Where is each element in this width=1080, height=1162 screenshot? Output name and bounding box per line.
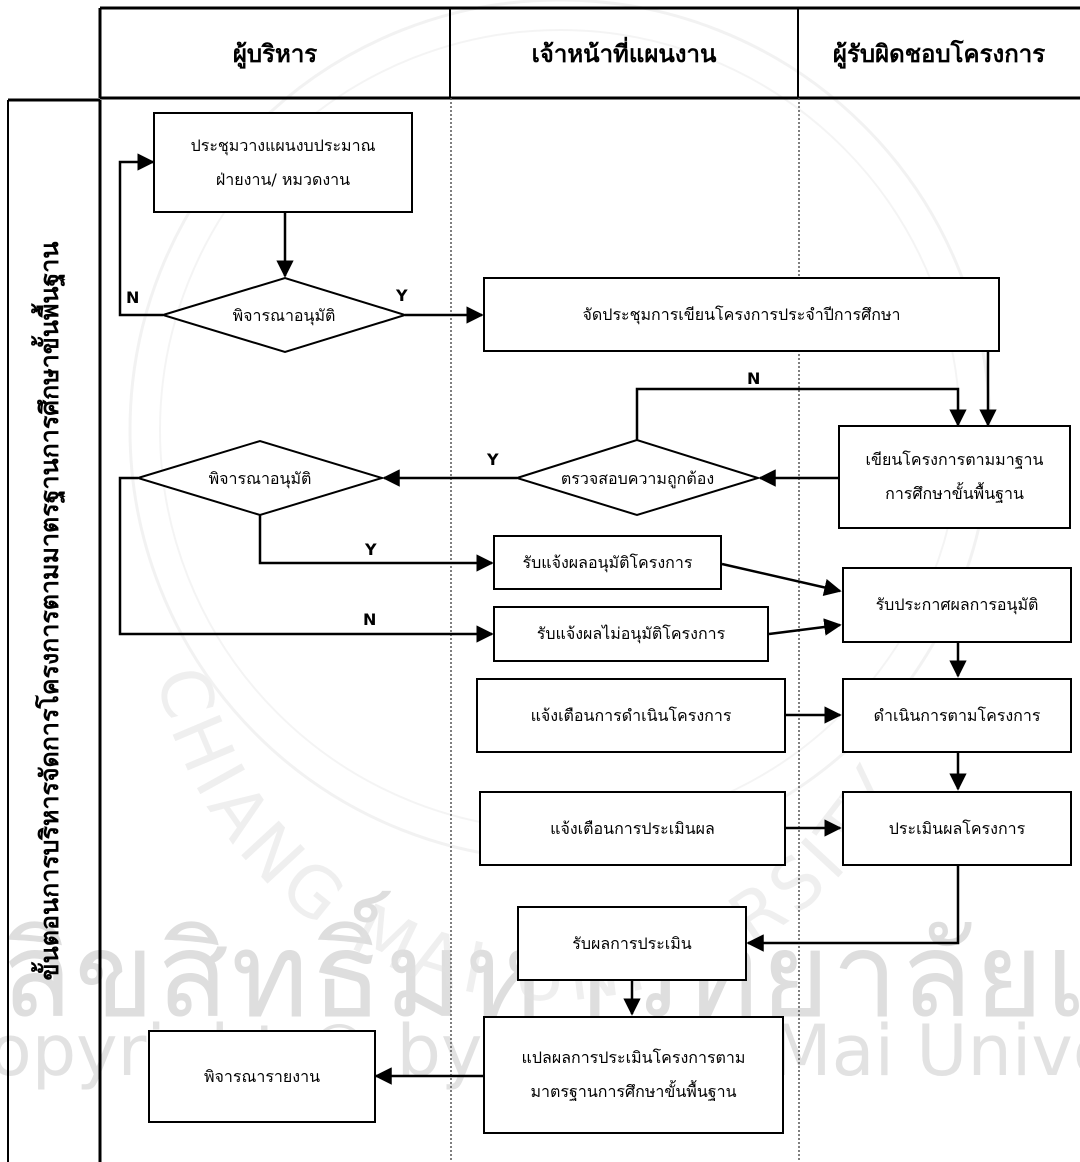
decision-approve-1-label: พิจารณาอนุมัติ (232, 306, 336, 325)
process-writing-meeting: จัดประชุมการเขียนโครงการประจำปีการศึกษา (483, 277, 1000, 352)
decision-approve-2-shape (134, 439, 386, 517)
process-receive-evaluation: รับผลการประเมิน (517, 906, 747, 981)
process-warn-operate-label: แจ้งเตือนการดำเนินโครงการ (530, 705, 732, 725)
arrow-check-no-loop (635, 387, 967, 440)
process-writing-meeting-label: จัดประชุมการเขียนโครงการประจำปีการศึกษา (582, 304, 901, 324)
side-title: ขั้นตอนการบริหารจัดการโครงการตามมาตรฐานก… (35, 241, 64, 981)
process-operate-project: ดำเนินการตามโครงการ (842, 678, 1072, 753)
process-budget-meeting: ประชุมวางแผนงบประมาณ ฝ่ายงาน/ หมวดงาน (153, 112, 413, 213)
process-warn-evaluate: แจ้งเตือนการประเมินผล (479, 791, 786, 866)
process-interpret-results-line1: แปลผลการประเมินโครงการตาม (521, 1048, 746, 1067)
process-budget-meeting-line2: ฝ่ายงาน/ หมวดงาน (215, 169, 351, 189)
process-interpret-results-line2: มาตรฐานการศึกษาขั้นพื้นฐาน (530, 1082, 737, 1101)
arrow-approved-to-announce (721, 562, 842, 597)
edge-label-check-yes: Y (487, 450, 499, 469)
arrow-evaluate-to-receive (746, 866, 960, 952)
process-interpret-results: แปลผลการประเมินโครงการตาม มาตรฐานการศึกษ… (483, 1016, 784, 1134)
arrow-approve1-no-loop (118, 153, 163, 317)
decision-approve-2-label: พิจารณาอนุมัติ (208, 469, 312, 488)
lane-header-project-owner: ผู้รับผิดชอบโครงการ (832, 38, 1046, 68)
process-evaluate-project: ประเมินผลโครงการ (842, 791, 1072, 866)
decision-check-shape (513, 438, 762, 517)
edge-label-approve1-no: N (126, 288, 140, 307)
process-operate-project-label: ดำเนินการตามโครงการ (873, 705, 1041, 725)
side-column-borders (7, 98, 102, 1162)
arrow-approve2-yes (258, 515, 494, 572)
process-consider-report: พิจารณารายงาน (148, 1030, 376, 1123)
process-receive-evaluation-label: รับผลการประเมิน (572, 933, 692, 953)
process-warn-operate: แจ้งเตือนการดำเนินโครงการ (476, 678, 786, 753)
arrow-approve2-no (118, 476, 494, 643)
process-evaluate-project-label: ประเมินผลโครงการ (888, 818, 1026, 838)
process-notify-rejected-label: รับแจ้งผลไม่อนุมัติโครงการ (536, 624, 726, 643)
process-write-project-line2: การศึกษาขั้นพื้นฐาน (885, 484, 1024, 503)
process-notify-approved-label: รับแจ้งผลอนุมัติโครงการ (522, 552, 693, 572)
process-receive-announcement-label: รับประกาศผลการอนุมัติ (875, 595, 1039, 614)
arrow-rejected-to-announce (768, 618, 842, 636)
process-budget-meeting-line1: ประชุมวางแผนงบประมาณ (190, 135, 376, 155)
edge-label-check-no: N (747, 369, 761, 388)
edge-label-approve2-yes: Y (365, 540, 377, 559)
lane-header-borders (98, 6, 1080, 100)
process-receive-announcement: รับประกาศผลการอนุมัติ (842, 567, 1072, 643)
process-notify-approved: รับแจ้งผลอนุมัติโครงการ (493, 535, 722, 590)
process-consider-report-label: พิจารณารายงาน (203, 1066, 320, 1086)
edge-label-approve2-no: N (363, 610, 377, 629)
decision-check-label: ตรวจสอบความถูกต้อง (560, 469, 715, 488)
process-write-project: เขียนโครงการตามมาฐาน การศึกษาขั้นพื้นฐาน (838, 425, 1071, 529)
lane-header-planning-staff: เจ้าหน้าที่แผนงาน (531, 38, 717, 68)
lane-header-executive: ผู้บริหาร (232, 38, 318, 68)
edge-label-approve1-yes: Y (396, 286, 408, 305)
process-write-project-line1: เขียนโครงการตามมาฐาน (865, 450, 1044, 469)
process-notify-rejected: รับแจ้งผลไม่อนุมัติโครงการ (493, 606, 769, 662)
process-warn-evaluate-label: แจ้งเตือนการประเมินผล (550, 818, 715, 838)
